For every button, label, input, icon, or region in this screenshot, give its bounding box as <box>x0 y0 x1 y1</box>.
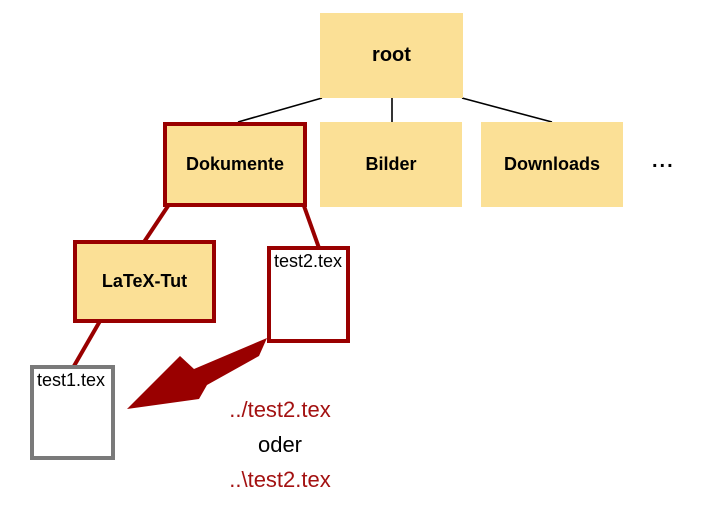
relative-path-annotation: ../test2.tex oder ..\test2.tex <box>160 392 400 497</box>
oder-label: oder <box>257 432 303 457</box>
edge-dokumente-test2 <box>302 205 321 249</box>
node-bilder-label: Bilder <box>365 154 417 174</box>
node-dokumente: Dokumente <box>163 122 307 207</box>
node-latex-tut-label: LaTeX-Tut <box>101 271 188 291</box>
file-test1: test1.tex <box>30 365 115 460</box>
node-dokumente-label: Dokumente <box>185 154 284 174</box>
file-test2: test2.tex <box>267 246 350 343</box>
node-bilder: Bilder <box>320 122 462 207</box>
node-root-label: root <box>372 44 411 66</box>
node-root: root <box>320 13 463 98</box>
file-test2-label: test2.tex <box>274 251 343 271</box>
relative-path-windows: ..\test2.tex <box>229 467 331 492</box>
file-test1-label: test1.tex <box>37 370 106 390</box>
edge-dokumente-latextut <box>142 204 170 244</box>
more-folders-ellipsis: ... <box>652 150 675 172</box>
node-downloads-label: Downloads <box>503 154 600 174</box>
edge-root-dokumente <box>237 97 323 123</box>
edge-root-downloads <box>461 97 553 123</box>
node-latex-tut: LaTeX-Tut <box>73 240 216 323</box>
edge-latextut-test1 <box>72 319 102 368</box>
relative-path-unix: ../test2.tex <box>229 397 331 422</box>
node-downloads: Downloads <box>481 122 623 207</box>
